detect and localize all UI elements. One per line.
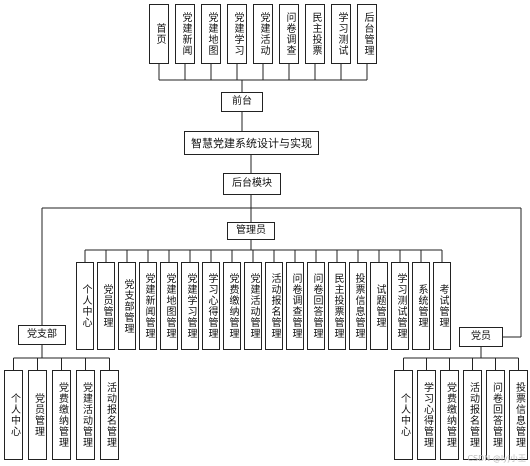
admin-module-14: 试题管理 — [370, 262, 388, 350]
admin-module-5: 党建学习管理 — [181, 262, 199, 350]
frontend-node: 前台 — [221, 92, 263, 112]
branch-module-3: 党建活动管理 — [76, 370, 95, 460]
admin-module-10: 问卷调查管理 — [286, 262, 304, 350]
admin-module-11: 问卷回答管理 — [307, 262, 325, 350]
branch-module-2: 党费缴纳管理 — [52, 370, 71, 460]
frontend-module-2: 党建地图 — [201, 4, 221, 64]
admin-module-4: 党建地图管理 — [160, 262, 178, 350]
admin-module-0: 个人中心 — [76, 262, 94, 350]
branch-module-0: 个人中心 — [4, 370, 23, 460]
frontend-module-5: 问卷调查 — [279, 4, 299, 64]
frontend-module-4: 党建活动 — [253, 4, 273, 64]
member-node: 党员 — [459, 327, 503, 347]
admin-module-3: 党建新闻管理 — [139, 262, 157, 350]
backend-node: 后台模块 — [223, 173, 281, 195]
frontend-module-3: 党建学习 — [227, 4, 247, 64]
admin-node: 管理员 — [227, 222, 275, 240]
watermark: CSDN @lyj小王 — [467, 454, 526, 463]
member-module-2: 党费缴纳管理 — [440, 370, 459, 460]
frontend-module-8: 后台管理 — [357, 4, 377, 64]
admin-module-8: 党建活动管理 — [244, 262, 262, 350]
admin-module-17: 考试管理 — [433, 262, 451, 350]
admin-module-12: 民主投票管理 — [328, 262, 346, 350]
admin-module-2: 党支部管理 — [118, 262, 136, 350]
frontend-module-6: 民主投票 — [305, 4, 325, 64]
member-module-5: 投票信息管理 — [509, 370, 528, 460]
member-module-3: 活动报名管理 — [463, 370, 482, 460]
frontend-module-0: 首页 — [149, 4, 169, 64]
member-module-4: 问卷回答管理 — [486, 370, 505, 460]
frontend-module-7: 学习测试 — [331, 4, 351, 64]
member-module-0: 个人中心 — [394, 370, 413, 460]
branch-node: 党支部 — [18, 325, 66, 345]
frontend-module-1: 党建新闻 — [175, 4, 195, 64]
admin-module-7: 党费缴纳管理 — [223, 262, 241, 350]
system-title-node: 智慧党建系统设计与实现 — [184, 131, 319, 155]
member-module-1: 学习心得管理 — [417, 370, 436, 460]
admin-module-1: 党员管理 — [97, 262, 115, 350]
branch-module-1: 党员管理 — [28, 370, 47, 460]
admin-module-15: 学习测试管理 — [391, 262, 409, 350]
admin-module-13: 投票信息管理 — [349, 262, 367, 350]
admin-module-6: 学习心得管理 — [202, 262, 220, 350]
admin-module-16: 系统管理 — [412, 262, 430, 350]
admin-module-9: 活动报名管理 — [265, 262, 283, 350]
branch-module-4: 活动报名管理 — [100, 370, 119, 460]
